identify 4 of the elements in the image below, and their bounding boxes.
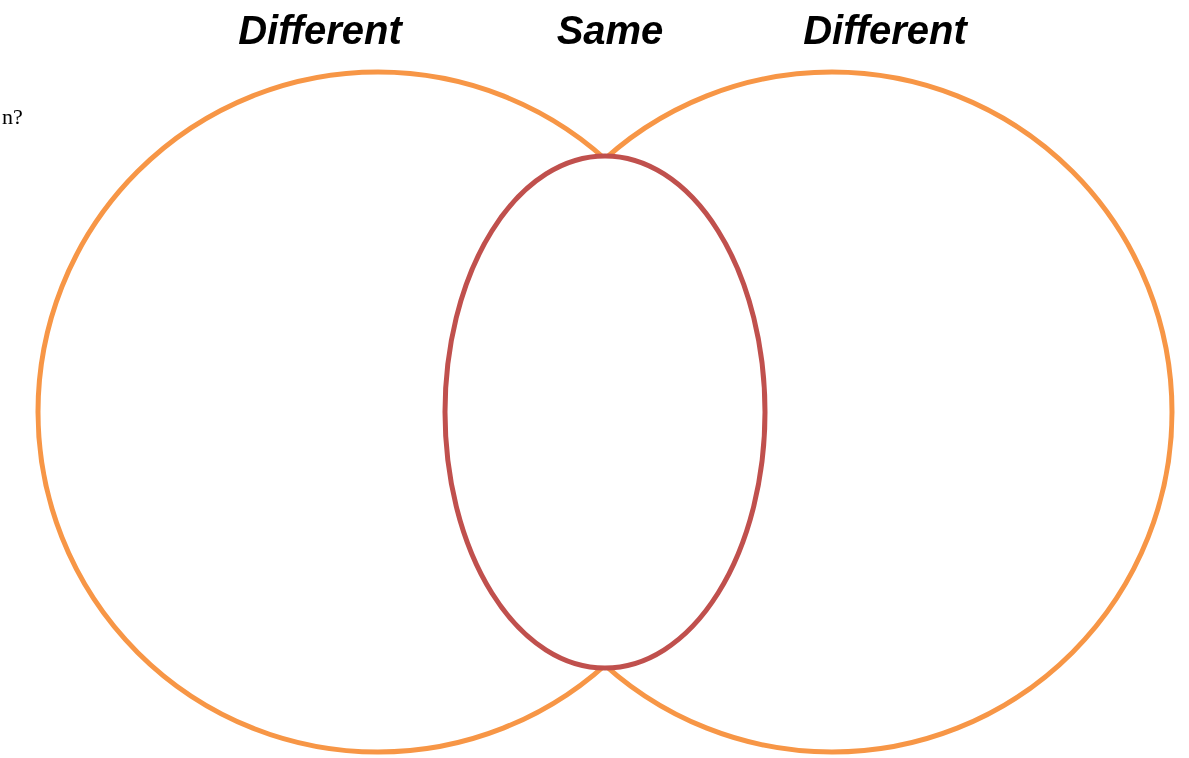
- section-heading: Different: [802, 7, 969, 54]
- question-text: n?: [2, 104, 23, 130]
- section-heading: Different: [237, 7, 404, 54]
- section-heading: Same: [555, 7, 665, 54]
